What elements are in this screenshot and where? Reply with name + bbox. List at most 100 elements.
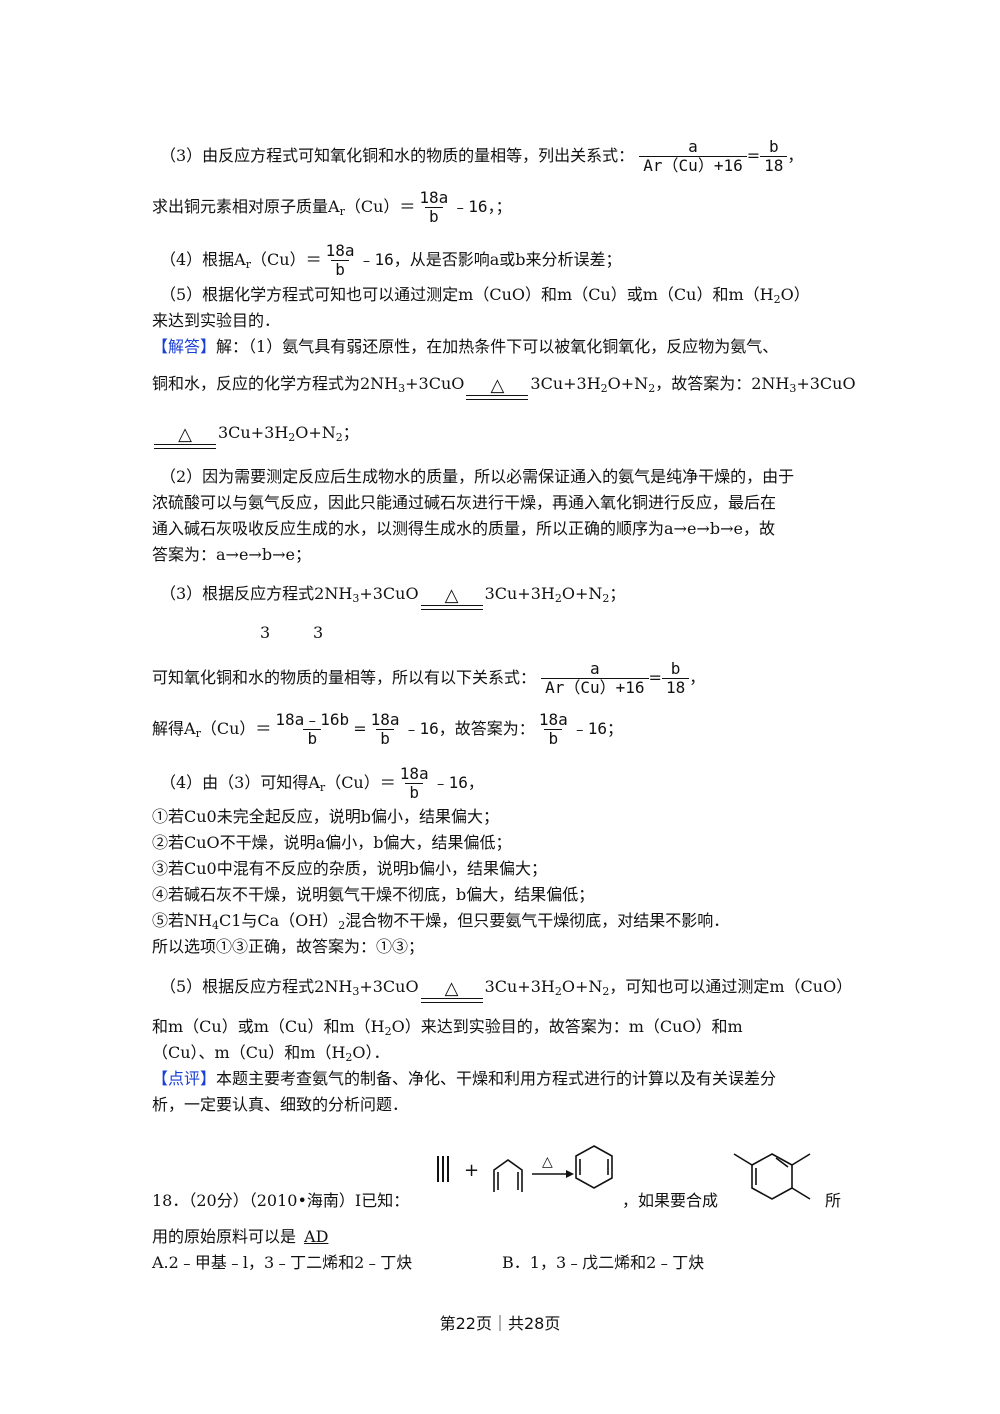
subscript: 3 <box>352 985 360 998</box>
stoich-coefficient: 3 <box>313 622 323 644</box>
text-segment: 所 <box>825 1191 842 1210</box>
text-segment: 析，一定要认真、细致的分析问题． <box>152 1095 409 1114</box>
comma: ， <box>689 668 706 687</box>
target-molecule-structure <box>733 1153 811 1200</box>
text-segment: O） <box>780 285 810 304</box>
text-line: （Cu）、m（Cu）和m（H2O）． <box>152 1042 390 1069</box>
answer-tag: 【解答】 <box>152 337 217 356</box>
text-segment: 所以选项①③正确，故答案为：①③； <box>152 937 425 956</box>
text-segment: C1与Ca（OH） <box>218 911 339 930</box>
text-segment: +3CuO <box>359 584 419 603</box>
heat-reaction-arrow: △ <box>532 1154 574 1178</box>
text-segment: ①若Cu0未完全起反应，说明b偏小，结果偏大； <box>152 807 499 826</box>
plus-sign: + <box>464 1160 479 1181</box>
subscript: 2 <box>602 592 610 605</box>
text-segment: 3 <box>260 623 271 642</box>
text-segment: 解得A <box>152 719 196 738</box>
text-line: （5）根据反应方程式2NH3+3CuO△3Cu+3H2O+N2，可知也可以通过测… <box>160 976 852 1003</box>
subscript: 2 <box>345 1051 353 1064</box>
page-footer: 第22页｜共28页 <box>439 1314 561 1333</box>
subscript: 2 <box>288 431 296 444</box>
equals-sign: = <box>648 668 662 687</box>
subscript: 2 <box>338 919 346 932</box>
text-line: （2）因为需要测定反应后生成物水的质量，所以必需保证通入的氨气是纯净干燥的，由于 <box>160 466 794 488</box>
text-segment: （3）根据反应方程式2NH <box>160 584 353 603</box>
text-line: 【解答】解：（1）氨气具有弱还原性，在加热条件下可以被氧化铜氧化，反应物为氨气、 <box>152 336 778 358</box>
text-segment: （4）由（3）可知得A <box>160 773 320 792</box>
text-segment: 本题主要考查氨气的制备、净化、干燥和利用方程式进行的计算以及有关误差分 <box>216 1069 777 1088</box>
text-segment: ②若CuO不干燥，说明a偏小，b偏大，结果偏低； <box>152 833 512 852</box>
subscript: 2 <box>648 382 656 395</box>
text-segment: 3 <box>313 623 324 642</box>
fraction-numerator: a <box>590 659 600 678</box>
text-segment: A.2﹣甲基﹣l，3﹣丁二烯和2﹣丁炔 <box>152 1253 413 1272</box>
text-segment: +3CuO <box>796 374 856 393</box>
subscript: 4 <box>211 919 219 932</box>
double-bar <box>154 444 216 449</box>
text-line: ①若Cu0未完全起反应，说明b偏小，结果偏大； <box>152 806 499 828</box>
text-segment: 来达到实验目的． <box>152 311 281 330</box>
text-segment: ③若Cu0中混有不反应的杂质，说明b偏小，结果偏大； <box>152 859 547 878</box>
heat-icon: △ <box>178 424 192 445</box>
comma: ， <box>787 146 804 165</box>
subscript: 2 <box>602 985 610 998</box>
text-line: 所以选项①③正确，故答案为：①③； <box>152 936 424 958</box>
subscript: 2 <box>384 1025 392 1038</box>
subscript: 3 <box>398 382 406 395</box>
text-line: 浓硫酸可以与氨气反应，因此只能通过碱石灰进行干燥，再通入氧化铜进行反应，最后在 <box>152 492 776 514</box>
text-segment: O+N <box>295 423 336 442</box>
text-segment: ④若碱石灰不干燥，说明氨气干燥不彻底，b偏大，结果偏低； <box>152 885 595 904</box>
text-segment: ﹣16 <box>358 250 394 269</box>
butadiene-structure <box>493 1159 523 1192</box>
fraction-denominator: b <box>303 729 322 748</box>
text-segment: （Cu）＝ <box>200 719 272 738</box>
comment-tag: 【点评】 <box>152 1069 217 1088</box>
fraction-denominator: Ar（Cu）+16 <box>639 156 747 175</box>
text-segment: （Cu）、m（Cu）和m（H <box>152 1043 346 1062</box>
text-line: 用的原始原料可以是 AD <box>152 1226 336 1248</box>
text-segment: （3）由反应方程式可知氧化铜和水的物质的量相等，列出关系式： <box>160 146 635 165</box>
text-segment: ﹣16，； <box>452 197 512 216</box>
fraction-numerator: a <box>688 137 698 156</box>
subscript: 3 <box>352 592 360 605</box>
heat-icon: △ <box>444 585 459 606</box>
text-segment: 混合物不干燥，但只要氨气干燥彻底，对结果不影响． <box>345 911 730 930</box>
double-bar <box>466 395 529 400</box>
text-segment: ，故答案为： <box>438 719 535 738</box>
subscript: 2 <box>335 431 343 444</box>
heat-icon: △ <box>542 1154 553 1170</box>
text-segment: 求出铜元素相对原子质量A <box>152 197 340 216</box>
answer-value: AD <box>304 1227 329 1246</box>
text-line: 铜和水，反应的化学方程式为2NH3+3CuO△3Cu+3H2O+N2，故答案为：… <box>152 373 856 400</box>
heating-arrow: △ <box>420 980 483 1003</box>
fraction-numerator: b <box>670 659 681 678</box>
text-segment: 用的原始原料可以是 <box>152 1227 297 1246</box>
fraction-denominator: b <box>405 783 424 802</box>
fraction-numerator: 18a﹣16b <box>275 710 350 729</box>
text-segment: 可知氧化铜和水的物质的量相等，所以有以下关系式： <box>152 668 537 687</box>
text-segment: 18．（20分）（2010•海南）I已知： <box>152 1191 410 1210</box>
fraction-numerator: 18a <box>370 710 400 729</box>
question-line: 18．（20分）（2010•海南）I已知： <box>152 1190 409 1212</box>
text-segment: ，从是否影响a或b来分析误差； <box>393 250 622 269</box>
text-segment: （5）根据反应方程式2NH <box>160 977 353 996</box>
text-segment: ； <box>609 584 626 603</box>
subscript: 2 <box>600 382 608 395</box>
heating-arrow: △ <box>466 377 529 400</box>
subscript: 3 <box>789 382 797 395</box>
text-segment: 浓硫酸可以与氨气反应，因此只能通过碱石灰进行干燥，再通入氧化铜进行反应，最后在 <box>152 493 777 512</box>
text-line: ③若Cu0中混有不反应的杂质，说明b偏小，结果偏大； <box>152 858 547 880</box>
fraction-numerator: b <box>768 137 779 156</box>
text-segment: 3Cu+3H <box>218 423 289 442</box>
text-segment: 答案为：a→e→b→e； <box>152 545 311 564</box>
text-segment: （Cu）＝ <box>251 250 322 269</box>
text-segment: ，可知也可以通过测定m（CuO） <box>609 977 853 996</box>
text-segment: O）． <box>352 1043 390 1062</box>
